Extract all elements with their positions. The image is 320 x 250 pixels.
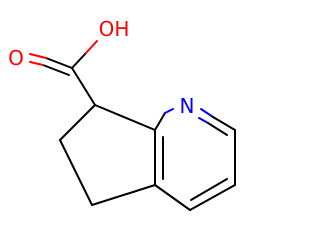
- bond-c7-c7a: [94, 104, 156, 131]
- bond-carbonyl-c: [45, 57, 73, 69]
- bond-carbonyl-c-2: [42, 64, 70, 76]
- bond-n-c2-half-1: [200, 108, 214, 118]
- bond-n-c2-inner-half: [198, 117, 209, 124]
- bond-c7a-n: [154, 112, 166, 131]
- hydroxyl-label: OH: [99, 17, 130, 41]
- bond-c3-c4: [189, 184, 236, 211]
- bond-n-c2: [212, 116, 236, 131]
- bond-c7-c6: [59, 104, 96, 141]
- bond-c4-c4a: [154, 184, 191, 211]
- bond-n-c2-inner: [207, 122, 228, 136]
- bond-c5-c4a: [91, 184, 156, 206]
- bond-c6-c5: [59, 139, 93, 206]
- bond-carbonyl-o-2: [29, 61, 44, 66]
- nitrogen-label: N: [180, 94, 195, 118]
- bond-oh: [85, 40, 98, 54]
- bond-n-c7a-half: [164, 108, 174, 114]
- bond-carbonyl-o-1: [29, 53, 47, 59]
- bond-c7-ccooh: [71, 67, 96, 106]
- bond-c3-c4-inner: [190, 178, 228, 201]
- carbonyl-oxygen-label: O: [8, 46, 24, 70]
- bond-c-oh: [71, 52, 87, 69]
- molecule-diagram: O OH N: [8, 17, 236, 211]
